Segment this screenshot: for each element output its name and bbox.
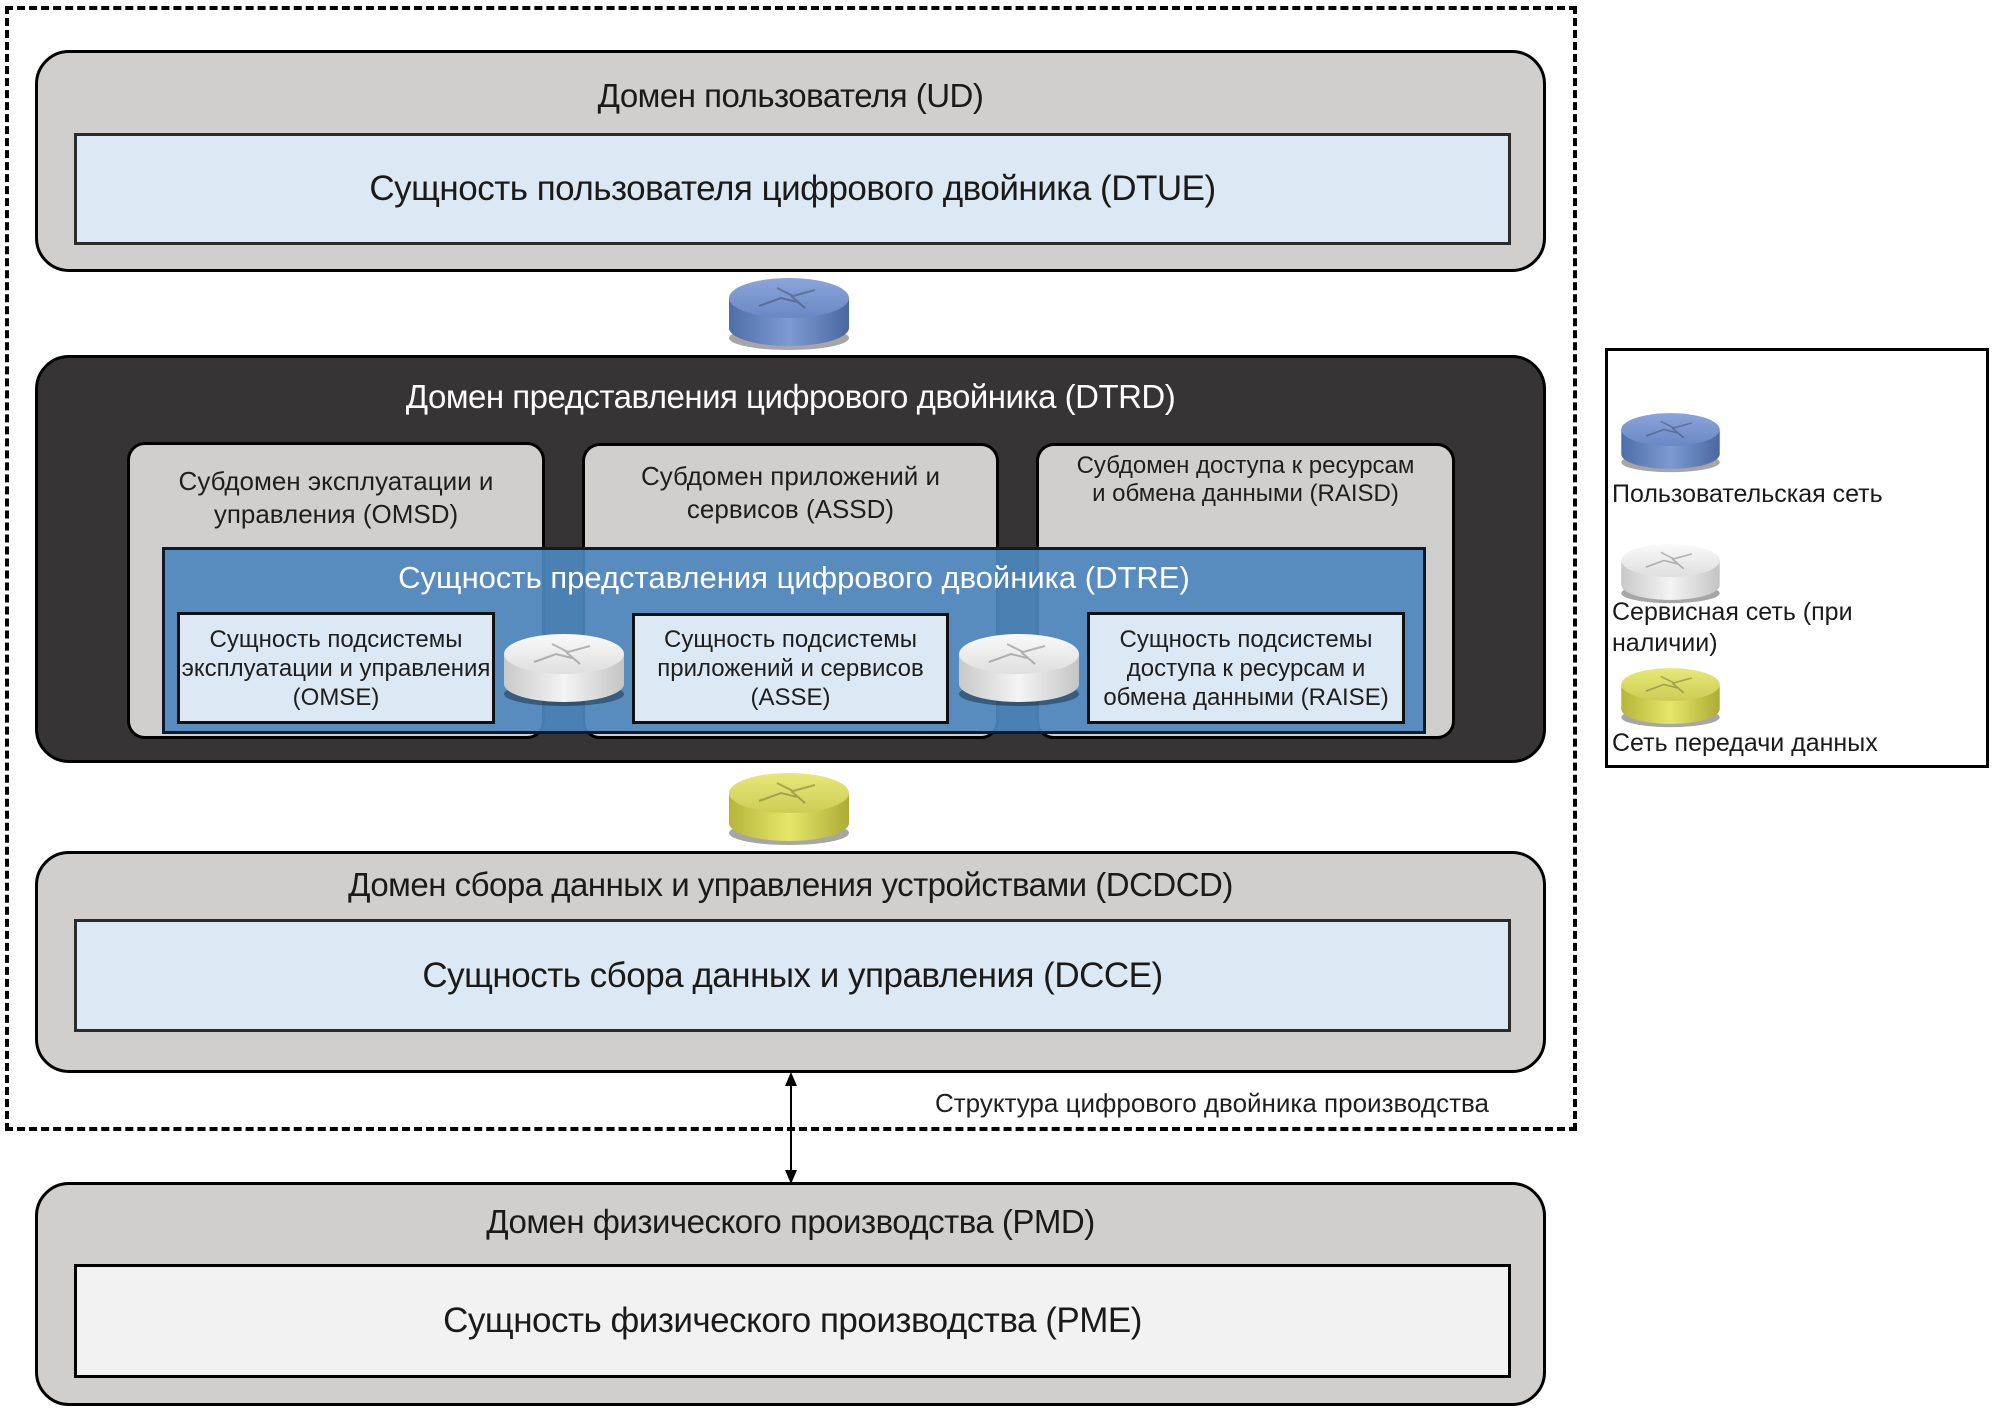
service-network-router-icon [500, 628, 628, 708]
router-white-icon [1618, 539, 1723, 605]
data-collection-domain: Домен сбора данных и управления устройст… [35, 851, 1546, 1073]
physical-production-domain-title: Домен физического производства (PMD) [486, 1203, 1095, 1240]
physical-production-domain: Домен физического производства (PMD) Сущ… [35, 1182, 1546, 1406]
legend-label-user-network: Пользовательская сеть [1612, 480, 1883, 508]
dt-user-entity: Сущность пользователя цифрового двойника… [74, 133, 1511, 245]
structure-frame-label: Структура цифрового двойника производств… [935, 1088, 1489, 1118]
subentity-asse: Сущность подсистемы приложений и сервисо… [632, 613, 949, 724]
user-network-router-icon [725, 272, 853, 352]
subdomain-raisd-label: Субдомен доступа к ресурсам и обмена дан… [1076, 452, 1415, 507]
data-collection-domain-title: Домен сбора данных и управления устройст… [348, 866, 1233, 903]
user-domain: Домен пользователя (UD) Сущность пользов… [35, 50, 1546, 272]
legend: Пользовательская сеть Сервисная сеть (пр… [1605, 348, 1989, 768]
legend-label-data-network: Сеть передачи данных [1612, 729, 1878, 757]
legend-label-service-network: Сервисная сеть (при наличии) [1612, 598, 1853, 657]
subentity-raise: Сущность подсистемы доступа к ресурсам и… [1087, 612, 1405, 724]
physical-production-entity: Сущность физического производства (PME) [74, 1264, 1511, 1378]
data-network-router-icon [725, 767, 853, 847]
router-yellow-icon [1618, 663, 1723, 729]
service-network-router-icon [955, 628, 1083, 708]
data-collection-entity: Сущность сбора данных и управления (DCCE… [74, 919, 1511, 1032]
subdomain-omsd-label: Субдомен эксплуатации и управления (OMSD… [178, 466, 494, 529]
subdomain-assd-label: Субдомен приложений и сервисов (ASSD) [640, 461, 941, 524]
router-blue-icon [1618, 408, 1723, 474]
dt-representation-domain-title: Домен представления цифрового двойника (… [405, 378, 1176, 415]
dtre-title: Сущность представления цифрового двойник… [398, 560, 1190, 595]
user-domain-title: Домен пользователя (UD) [597, 77, 984, 114]
bidirectional-arrow [785, 1072, 797, 1184]
subentity-omse: Сущность подсистемы эксплуатации и управ… [177, 612, 495, 724]
